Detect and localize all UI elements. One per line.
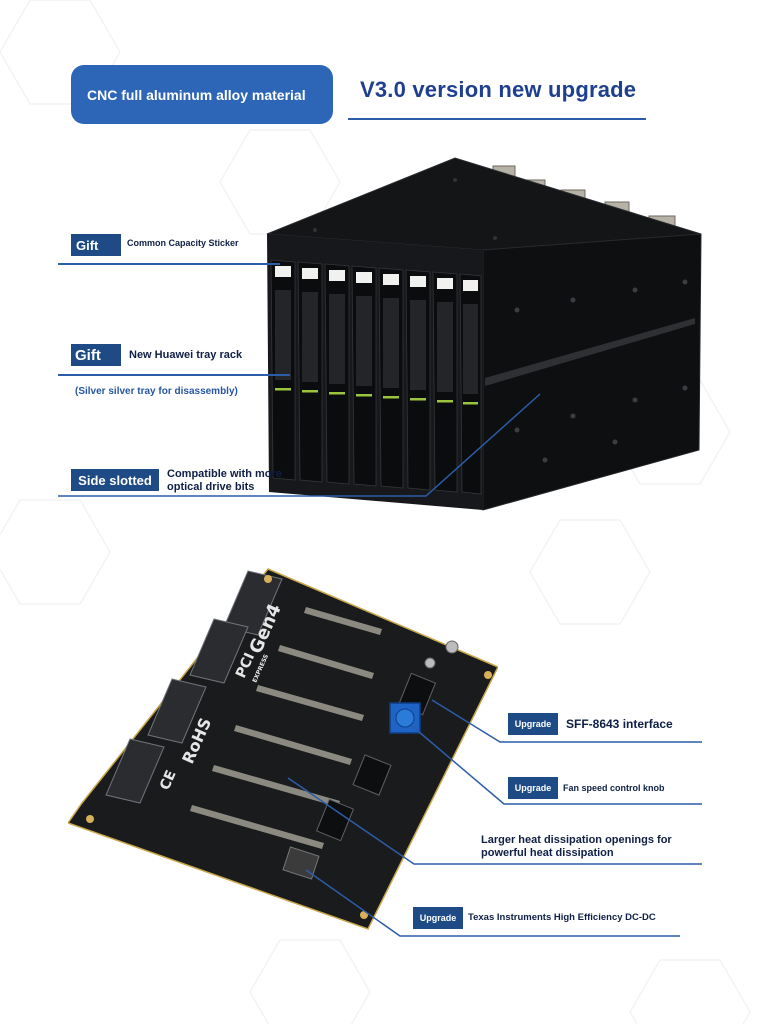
compatible-optical-text-line2: optical drive bits <box>167 481 255 493</box>
heat-dissipation-text-line2: powerful heat dissipation <box>481 847 614 859</box>
gift-1-leader-line <box>58 263 280 265</box>
side-slotted-tag-label: Side slotted <box>78 472 152 488</box>
compatible-optical-text-line1: Compatible with more <box>167 468 282 480</box>
fan-speed-knob-text: Fan speed control knob <box>563 783 665 793</box>
upgrade-tag-fan-label: Upgrade <box>514 783 552 793</box>
heat-leader-line <box>287 777 702 865</box>
material-pill: CNC full aluminum alloy material <box>71 65 333 124</box>
fan-leader-line <box>411 725 702 805</box>
drive-tray-group <box>270 259 482 495</box>
upgrade-tag-dcdc: Upgrade <box>413 907 463 929</box>
gift-tag-1-label: Gift <box>76 237 99 253</box>
upgrade-tag-dcdc-label: Upgrade <box>419 913 457 923</box>
pcb-backplane-image: Gen4 PCI EXPRESS RoHS CE <box>68 568 498 930</box>
gift-tag-2-label: Gift <box>75 346 101 364</box>
side-slotted-leader-line <box>58 393 541 497</box>
heat-dissipation-text-line1: Larger heat dissipation openings for <box>481 834 672 846</box>
upgrade-tag-sff: Upgrade <box>508 713 558 735</box>
gift-tag-2: Gift <box>71 344 121 366</box>
ce-marking: CE <box>157 768 180 793</box>
material-label: CNC full aluminum alloy material <box>87 86 306 103</box>
gift-2-leader-line <box>58 374 290 376</box>
dcdc-leader-line <box>305 869 680 937</box>
common-capacity-sticker-text: Common Capacity Sticker <box>127 238 239 248</box>
version-title: V3.0 version new upgrade <box>360 77 637 102</box>
silver-tray-note: (Silver silver tray for disassembly) <box>75 386 238 397</box>
title-underline <box>348 118 646 120</box>
gift-tag-1: Gift <box>71 234 121 256</box>
upgrade-tag-fan: Upgrade <box>508 777 558 799</box>
sff-leader-line <box>431 699 702 743</box>
ti-dc-dc-text: Texas Instruments High Efficiency DC-DC <box>468 912 656 923</box>
drive-enclosure-image <box>266 157 702 511</box>
sff-8643-interface-text: SFF-8643 interface <box>566 717 673 731</box>
huawei-tray-rack-text: New Huawei tray rack <box>129 349 243 361</box>
upgrade-tag-sff-label: Upgrade <box>514 719 552 729</box>
side-slotted-tag: Side slotted <box>71 469 159 491</box>
